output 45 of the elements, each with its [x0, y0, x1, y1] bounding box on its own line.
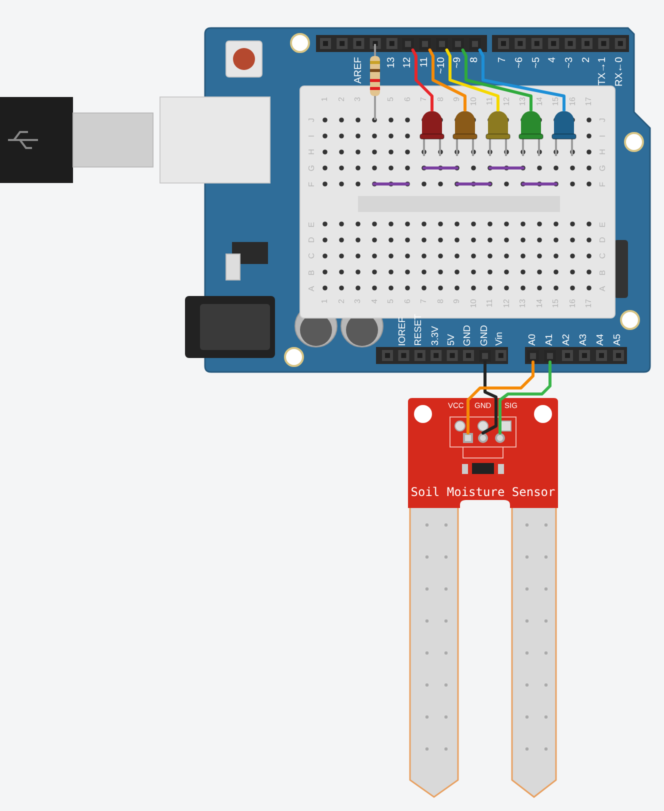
pin-label: Vin: [495, 332, 504, 346]
wire: [461, 48, 532, 112]
wire: [411, 48, 434, 112]
pin-label: 5V: [447, 334, 456, 346]
wire: [482, 360, 498, 434]
pin-label: 8: [470, 57, 480, 63]
wire: [466, 360, 534, 434]
pin-label: A4: [596, 334, 606, 346]
pin-label: 13: [387, 57, 397, 68]
pin-label: ~5: [532, 57, 542, 68]
pin-label: ~9: [453, 57, 463, 68]
pin-label: 3.3V: [431, 326, 440, 346]
pin-label: A5: [613, 334, 622, 346]
wire: [445, 48, 500, 112]
pin-label: ~10: [437, 57, 447, 74]
header-socket: [436, 38, 448, 50]
header-socket: [527, 350, 539, 362]
header-socket: [469, 38, 481, 50]
header-socket: [402, 38, 414, 50]
header-socket: [419, 38, 431, 50]
pin-label: RX←0: [615, 57, 625, 86]
pin-pad: [463, 433, 473, 443]
pin-label: ~3: [565, 57, 575, 68]
pin-label: ~6: [515, 57, 525, 68]
pin-label: GND: [463, 325, 472, 346]
pin-label: GND: [480, 325, 490, 346]
pin-label: TX→1: [598, 57, 608, 86]
wire: [498, 360, 552, 434]
pin-label: 4: [548, 57, 558, 63]
pin-label: 7: [498, 57, 508, 63]
pin-label: AREF: [354, 57, 364, 84]
header-socket: [479, 350, 491, 362]
sensor-title: Soil Moisture Sensor: [410, 485, 556, 499]
pin-label: A3: [579, 334, 588, 346]
header-socket: [544, 350, 556, 362]
pin-label: A2: [562, 334, 572, 346]
pin-label: IOREF: [398, 317, 408, 346]
pin-label: 11: [420, 57, 430, 68]
wire: [428, 48, 466, 112]
pin-label: A0: [528, 334, 538, 346]
pin-label: A1: [545, 334, 554, 346]
pin-label: 2: [582, 57, 592, 63]
pin-label: 12: [403, 57, 413, 68]
header-socket: [452, 38, 464, 50]
wire: [478, 48, 566, 112]
